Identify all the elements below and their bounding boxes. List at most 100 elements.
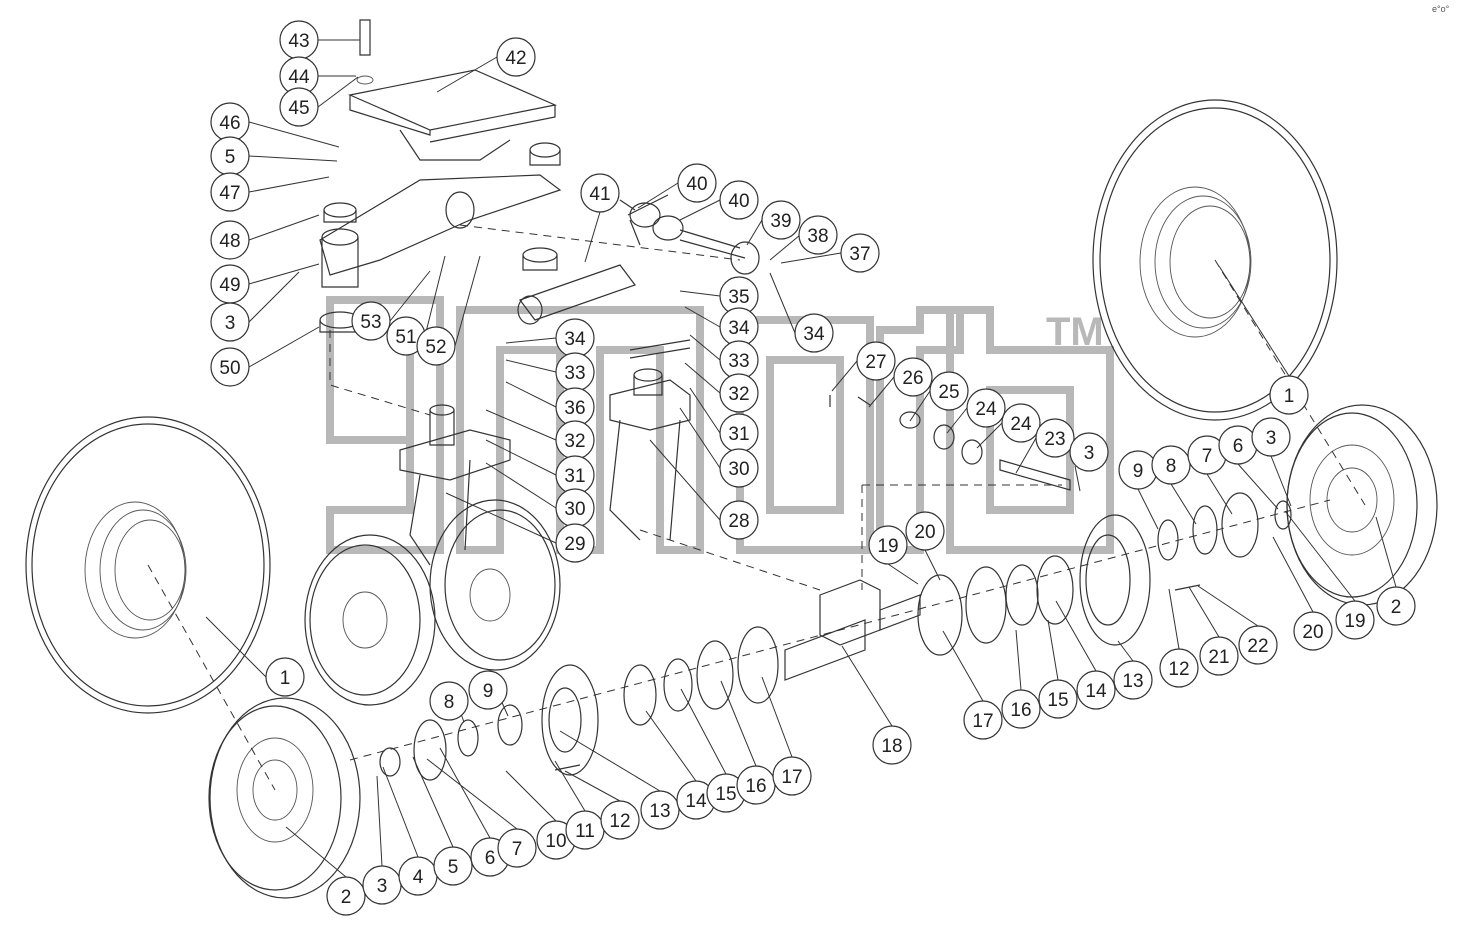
callout-21: 21 — [1199, 636, 1239, 676]
callout-number: 32 — [728, 384, 749, 405]
callout-circle — [893, 357, 933, 397]
callout-number: 8 — [444, 692, 455, 713]
callout-circle — [497, 828, 537, 868]
callout-circle — [1238, 625, 1278, 665]
callout-number: 19 — [1344, 611, 1365, 632]
callout-number: 45 — [288, 98, 309, 119]
left-fork — [399, 404, 511, 566]
callout-17: 17 — [963, 700, 1003, 740]
callout-47: 47 — [210, 172, 250, 212]
callout-20: 20 — [1293, 611, 1333, 651]
callout-circle — [429, 681, 469, 721]
callout-circle — [929, 371, 969, 411]
callout-16: 16 — [1001, 689, 1041, 729]
callout-5: 5 — [433, 846, 473, 886]
callout-45: 45 — [279, 87, 319, 127]
callout-number: 22 — [1247, 636, 1268, 657]
callout-number: 14 — [1085, 681, 1107, 702]
callout-circle — [1159, 648, 1199, 688]
callout-50: 50 — [210, 347, 250, 387]
callout-number: 35 — [728, 287, 749, 308]
callout-circle — [433, 846, 473, 886]
callout-circle — [640, 790, 680, 830]
callout-circle — [905, 511, 945, 551]
callout-number: 41 — [589, 184, 610, 205]
callout-circle — [966, 388, 1006, 428]
callout-number: 39 — [770, 211, 791, 232]
callout-number: 15 — [715, 784, 736, 805]
callout-number: 16 — [1010, 700, 1031, 721]
callout-number: 16 — [745, 776, 766, 797]
callout-number: 40 — [728, 191, 749, 212]
callout-number: 49 — [219, 275, 240, 296]
callout-38: 38 — [798, 215, 838, 255]
callout-circle — [798, 215, 838, 255]
callout-number: 34 — [803, 324, 825, 345]
watermark-tm: TM — [1046, 310, 1104, 354]
callout-circle — [772, 756, 812, 796]
callout-39: 39 — [761, 200, 801, 240]
twin-wheel-assembly — [304, 499, 561, 706]
callout-circle — [1251, 417, 1291, 457]
callout-number: 53 — [360, 312, 381, 333]
axle-housing — [784, 579, 921, 681]
callout-circle — [840, 233, 880, 273]
callout-number: 24 — [975, 399, 997, 420]
callout-circle — [600, 800, 640, 840]
callout-18: 18 — [872, 725, 912, 765]
callout-circle — [1113, 660, 1153, 700]
callout-46: 46 — [210, 102, 250, 142]
callout-number: 28 — [728, 511, 749, 532]
callout-circle — [1076, 670, 1116, 710]
callout-number: 33 — [564, 363, 585, 384]
callout-number: 6 — [485, 848, 496, 869]
callout-number: 9 — [1133, 461, 1144, 482]
callout-circle — [719, 448, 759, 488]
callout-9: 9 — [1118, 450, 1158, 490]
callout-circle — [1269, 375, 1309, 415]
callout-number: 20 — [914, 522, 935, 543]
callout-number: 40 — [686, 174, 707, 195]
callout-number: 1 — [280, 668, 291, 689]
callout-circle — [580, 173, 620, 213]
callout-number: 27 — [865, 352, 886, 373]
callout-number: 31 — [564, 466, 585, 487]
callout-circle — [210, 172, 250, 212]
callout-32: 32 — [555, 420, 595, 460]
callout-35: 35 — [719, 276, 759, 316]
callout-14: 14 — [1076, 670, 1116, 710]
callout-24: 24 — [966, 388, 1006, 428]
callout-circle — [719, 500, 759, 540]
callout-8: 8 — [1151, 445, 1191, 485]
right-fork — [609, 339, 691, 541]
callout-33: 33 — [719, 340, 759, 380]
callout-number: 32 — [564, 431, 585, 452]
callout-circle — [1035, 418, 1075, 458]
callout-2: 2 — [326, 876, 366, 916]
callout-number: 34 — [564, 329, 586, 350]
callout-circle — [326, 876, 366, 916]
callout-number: 14 — [685, 791, 707, 812]
callout-circle — [1001, 689, 1041, 729]
callout-number: 1 — [1284, 386, 1295, 407]
small-hardware — [554, 202, 1201, 771]
callout-number: 33 — [728, 351, 749, 372]
callout-34: 34 — [555, 318, 595, 358]
callout-number: 31 — [728, 424, 749, 445]
left-rim — [208, 697, 361, 899]
callout-25: 25 — [929, 371, 969, 411]
callout-12: 12 — [600, 800, 640, 840]
callout-number: 15 — [1047, 690, 1068, 711]
callout-17: 17 — [772, 756, 812, 796]
callout-number: 7 — [512, 839, 523, 860]
callout-number: 25 — [938, 382, 959, 403]
callout-number: 36 — [564, 398, 585, 419]
callout-circle — [416, 326, 456, 366]
callout-3: 3 — [1069, 432, 1109, 472]
callout-29: 29 — [555, 523, 595, 563]
callout-9: 9 — [468, 670, 508, 710]
callout-number: 52 — [425, 337, 446, 358]
callout-51: 51 — [386, 316, 426, 356]
callout-number: 47 — [219, 183, 240, 204]
